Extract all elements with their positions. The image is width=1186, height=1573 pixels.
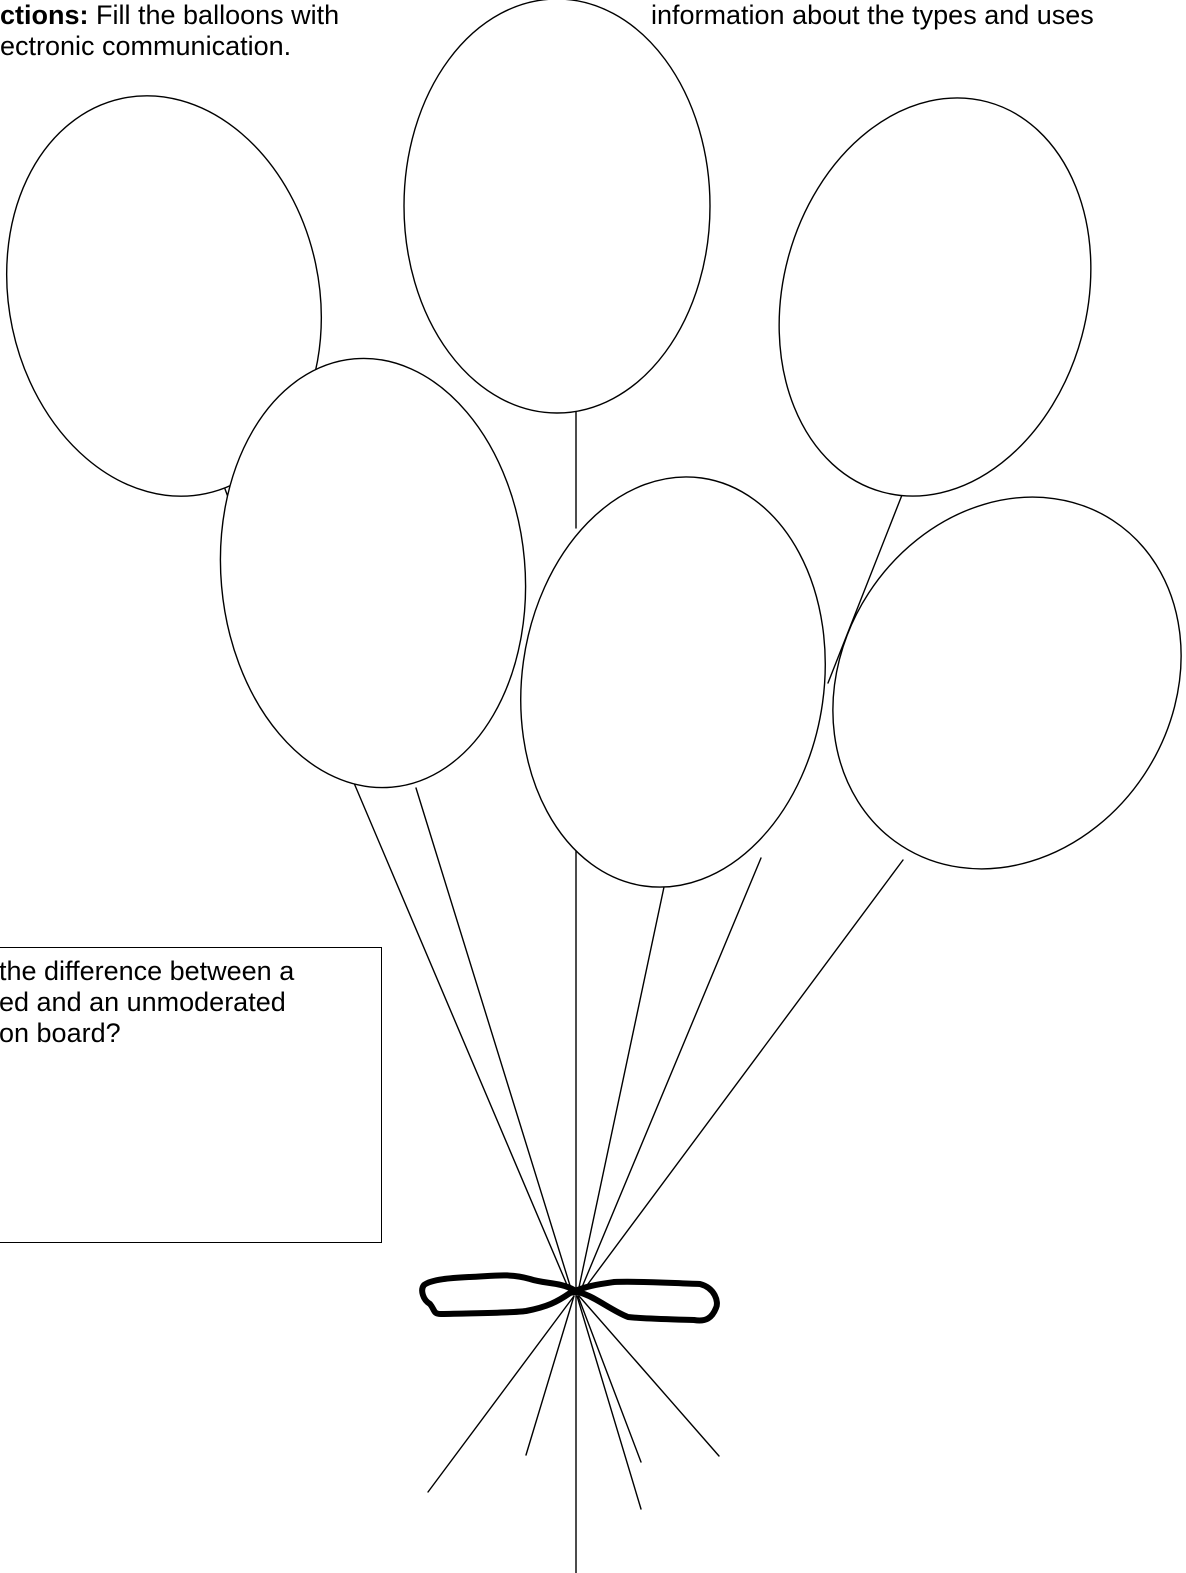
question-line-1: the difference between a [0, 956, 294, 986]
balloon-upper-right[interactable] [736, 63, 1134, 532]
question-line-2: ed and an unmoderated [0, 987, 286, 1017]
string-middle-left-a [354, 783, 570, 1292]
string-end-1 [428, 1296, 574, 1492]
string-end-2 [526, 1296, 574, 1455]
header-right-line-1: information about the types and uses [651, 0, 1094, 30]
directions-label: ctions: [0, 0, 89, 30]
question-line-3: on board? [0, 1018, 121, 1048]
directions-line-1: ctions: Fill the balloons with [0, 0, 339, 30]
string-middle-center-b [580, 858, 761, 1292]
string-middle-center-a [578, 887, 664, 1292]
question-box[interactable]: the difference between a ed and an unmod… [0, 947, 382, 1243]
string-middle-left-b [416, 788, 572, 1292]
string-end-4 [578, 1296, 641, 1462]
directions-line-2: ectronic communication. [0, 31, 291, 61]
string-lower-right [582, 860, 903, 1292]
directions-line-1-text: Fill the balloons with [89, 0, 340, 30]
balloon-middle-center[interactable] [495, 457, 851, 907]
string-end-3 [577, 1296, 641, 1509]
balloon-lower-right[interactable] [763, 430, 1186, 935]
balloon-top-center[interactable] [404, 0, 710, 413]
